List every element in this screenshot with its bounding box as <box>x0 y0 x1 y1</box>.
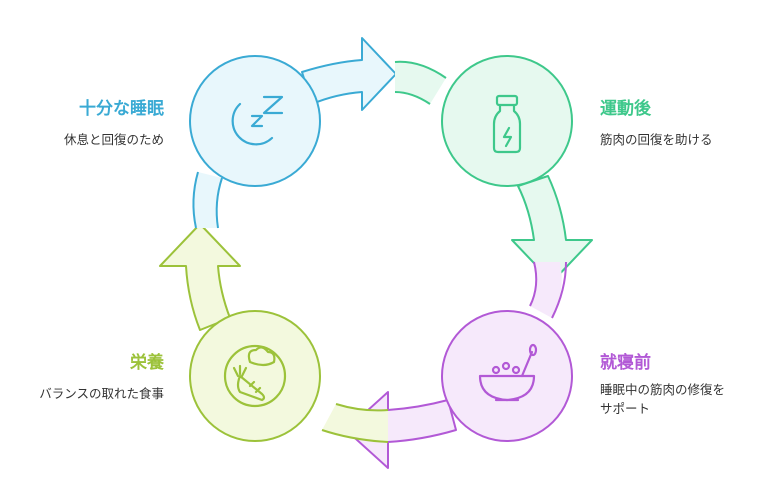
connector-sleep-edge <box>192 171 199 229</box>
desc-nutrition: バランスの取れた食事 <box>39 386 164 401</box>
vegetables-icon <box>223 344 287 408</box>
node-nutrition <box>189 310 321 442</box>
water-bottle-icon <box>492 94 522 154</box>
label-pre: 就寝前 <box>600 348 651 373</box>
connector-sleep-edge-inner <box>215 177 223 229</box>
stage-title-sleep: 十分な睡眠 <box>79 99 164 119</box>
connector-nutrition-edge-inner <box>335 403 389 412</box>
connector-pre-edge <box>551 261 567 319</box>
connector-nutrition-edge <box>321 429 389 443</box>
arrow-post-to-pre <box>511 175 593 283</box>
connector-pre-edge-inner <box>529 261 538 307</box>
node-sleep <box>189 55 321 187</box>
node-pre <box>441 310 573 442</box>
stage-title-post: 運動後 <box>600 99 651 119</box>
connector-pre <box>530 262 562 318</box>
connector-sleep <box>193 172 222 228</box>
label-nutrition: 栄養 <box>130 348 164 373</box>
node-post <box>441 55 573 187</box>
label-post: 運動後 <box>600 94 651 119</box>
label-sleep: 十分な睡眠 <box>79 94 164 119</box>
desc-pre: 睡眠中の筋肉の修復を サポート <box>600 380 725 418</box>
connector-nutrition <box>322 404 388 442</box>
sleep-zzz-icon <box>231 95 284 146</box>
stage-title-pre: 就寝前 <box>600 353 651 373</box>
desc-post: 筋肉の回復を助ける <box>600 132 713 147</box>
bowl-spoon-icon <box>478 343 538 402</box>
arrow-nutrition-to-sleep <box>159 223 241 331</box>
connector-post-edge <box>394 60 447 79</box>
desc-sleep: 休息と回復のため <box>63 132 164 147</box>
connector-post-edge-inner <box>394 91 431 105</box>
desc-pre-line2: サポート <box>600 401 651 416</box>
arrow-sleep-to-post <box>301 37 397 111</box>
stage-title-nutrition: 栄養 <box>130 353 164 373</box>
desc-pre-line1: 睡眠中の筋肉の修復を <box>600 382 726 397</box>
